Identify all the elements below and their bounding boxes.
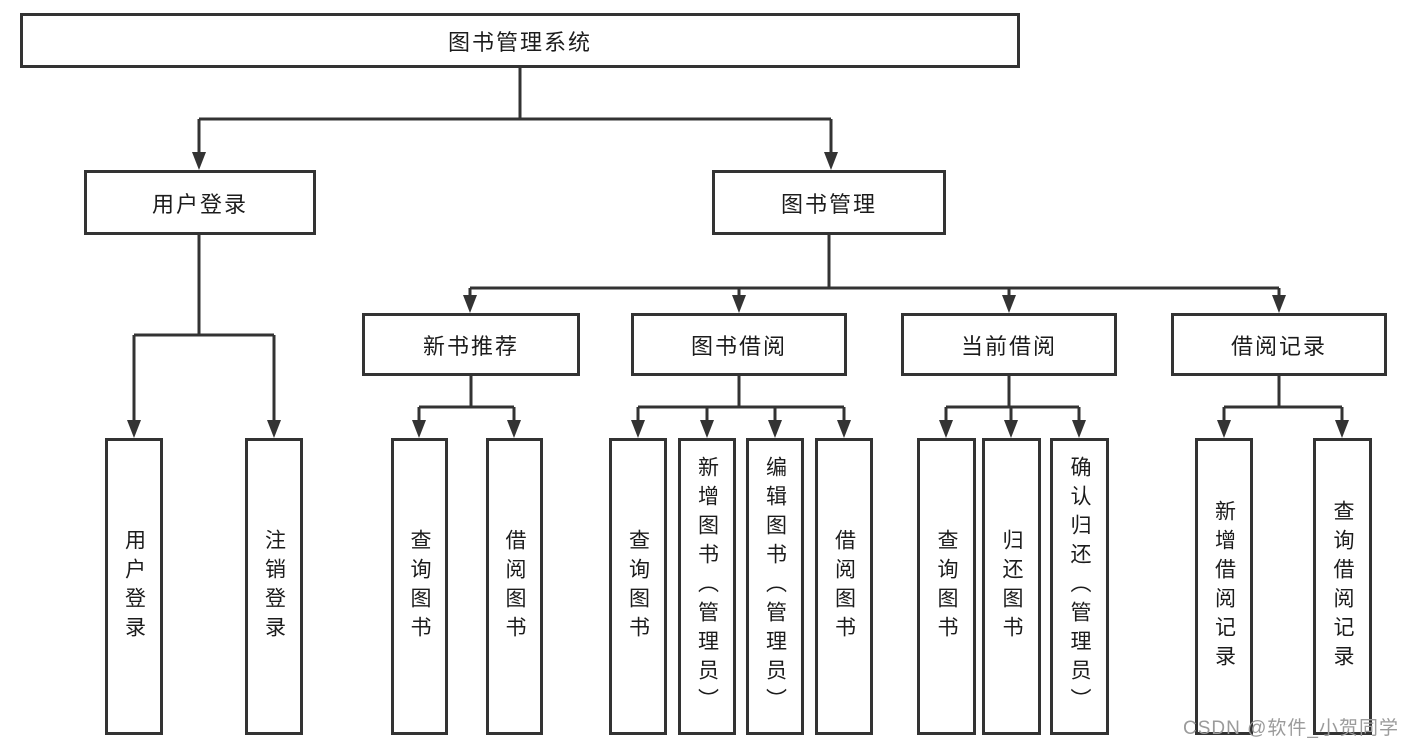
node-borrow-record: 借阅记录	[1171, 313, 1387, 376]
node-book-management-label: 图书管理	[780, 191, 877, 217]
node-new-book-recommend-label: 新书推荐	[422, 333, 519, 359]
leaf-query-borrow-record: 查询借阅记录	[1313, 438, 1372, 735]
node-book-borrow: 图书借阅	[631, 313, 847, 376]
node-book-management: 图书管理	[712, 170, 946, 235]
leaf-recommend-query-book-label: 查询图书	[408, 528, 431, 645]
node-borrow-record-label: 借阅记录	[1230, 333, 1327, 359]
leaf-recommend-query-book: 查询图书	[391, 438, 448, 735]
node-current-borrow: 当前借阅	[901, 313, 1117, 376]
leaf-add-book-admin: 新增图书（管理员）	[678, 438, 736, 735]
leaf-current-query-book: 查询图书	[917, 438, 976, 735]
leaf-edit-book-admin-label: 编辑图书（管理员）	[763, 456, 787, 717]
leaf-user-login-label: 用户登录	[122, 528, 146, 645]
node-library-management-system-label: 图书管理系统	[447, 29, 592, 55]
leaf-borrow-query-book-label: 查询图书	[626, 528, 650, 645]
leaf-add-borrow-record: 新增借阅记录	[1195, 438, 1253, 735]
leaf-borrow-book: 借阅图书	[815, 438, 873, 735]
leaf-return-book-label: 归还图书	[1000, 528, 1023, 645]
node-user-login: 用户登录	[84, 170, 316, 235]
leaf-logout-label: 注销登录	[262, 528, 286, 645]
leaf-confirm-return-admin: 确认归还（管理员）	[1050, 438, 1109, 735]
node-new-book-recommend: 新书推荐	[362, 313, 580, 376]
node-book-borrow-label: 图书借阅	[690, 333, 787, 359]
arrowhead-icons	[127, 152, 1349, 438]
leaf-recommend-borrow-book: 借阅图书	[486, 438, 543, 735]
leaf-logout: 注销登录	[245, 438, 303, 735]
leaf-query-borrow-record-label: 查询借阅记录	[1331, 499, 1354, 674]
leaf-confirm-return-admin-label: 确认归还（管理员）	[1068, 456, 1091, 717]
leaf-recommend-borrow-book-label: 借阅图书	[503, 528, 526, 645]
leaf-add-borrow-record-label: 新增借阅记录	[1212, 499, 1236, 674]
leaf-borrow-book-label: 借阅图书	[832, 528, 856, 645]
leaf-current-query-book-label: 查询图书	[935, 528, 958, 645]
node-library-management-system: 图书管理系统	[20, 13, 1020, 68]
leaf-borrow-query-book: 查询图书	[609, 438, 667, 735]
node-user-login-label: 用户登录	[151, 191, 248, 217]
node-current-borrow-label: 当前借阅	[960, 333, 1057, 359]
leaf-add-book-admin-label: 新增图书（管理员）	[695, 456, 719, 717]
leaf-edit-book-admin: 编辑图书（管理员）	[746, 438, 804, 735]
leaf-return-book: 归还图书	[982, 438, 1041, 735]
csdn-watermark: CSDN @软件_小贺同学	[1183, 718, 1399, 739]
leaf-user-login: 用户登录	[105, 438, 163, 735]
